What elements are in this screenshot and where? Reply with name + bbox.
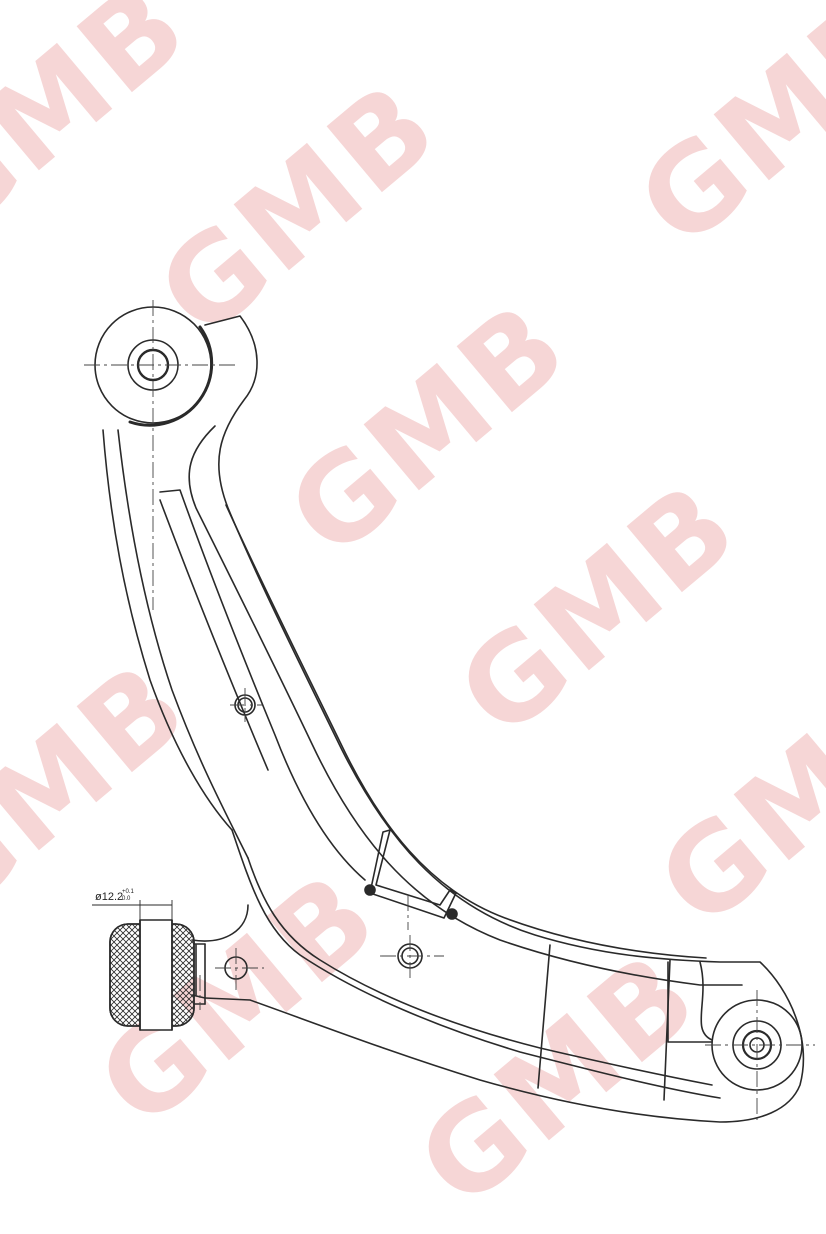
arm-web-rib-2 [159, 499, 269, 771]
section-line [537, 944, 551, 1089]
bushing-tolerance-lower: 0.0 [122, 896, 131, 902]
ball-joint-housing [667, 961, 713, 1043]
control-arm-drawing: ø12.2 +0.1 0.0 [84, 300, 815, 1123]
arm-bottom-flange [247, 857, 713, 1086]
arm-bottom-flange-inner [231, 829, 721, 1099]
section-line [663, 959, 671, 1101]
arm-left-edge [102, 429, 233, 831]
bushing-dimension-label: ø12.2 [95, 891, 123, 903]
arm-web-rib [159, 489, 366, 881]
arm-top-flange-inner [225, 504, 707, 959]
arm-top-flange [188, 425, 743, 986]
arm-outer-contour [204, 315, 805, 1123]
center-lines [84, 300, 815, 1120]
arm-left-edge-inner [117, 429, 249, 859]
bushing-tolerance-upper: +0.1 [122, 889, 135, 895]
bushing-dimension: ø12.2 +0.1 0.0 [92, 889, 173, 920]
sensor-bracket [364, 829, 458, 920]
lower-bushing [109, 919, 206, 1031]
